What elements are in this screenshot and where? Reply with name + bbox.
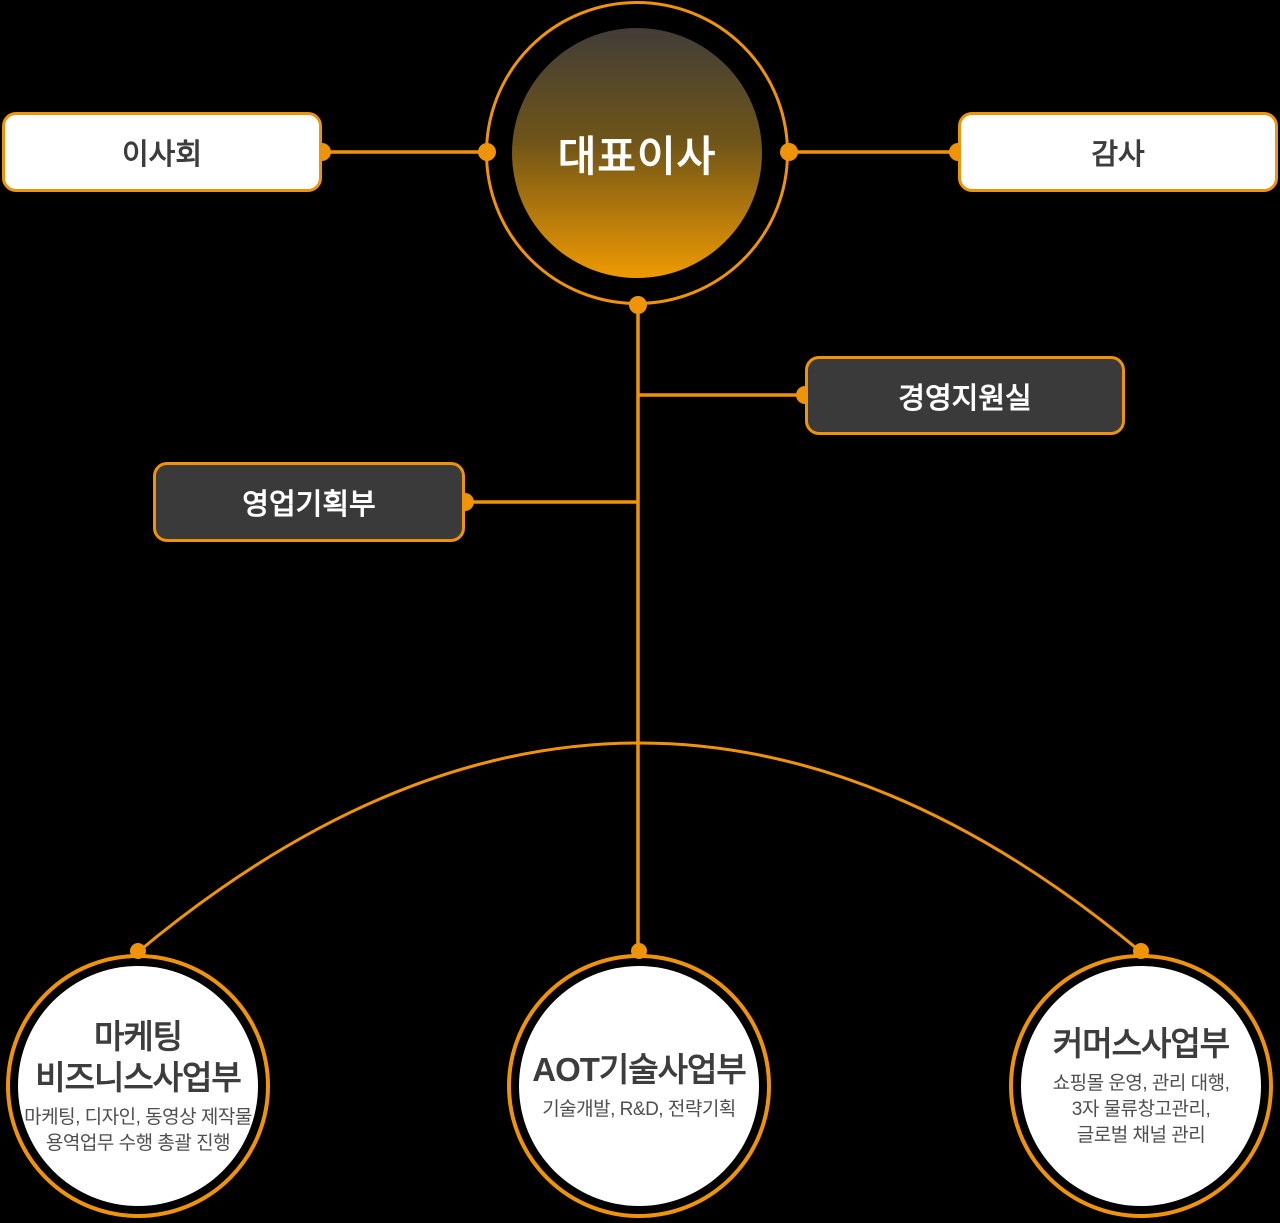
marketing-division-desc: 마케팅, 디자인, 동영상 제작물 용역업무 수행 총괄 진행 — [24, 1105, 252, 1157]
marketing-title-line1: 마케팅 — [93, 1017, 183, 1055]
marketing-title-line2: 비즈니스사업부 — [35, 1058, 242, 1096]
ceo-node: 대표이사 — [512, 28, 762, 278]
ceo-node-ring — [485, 1, 789, 305]
auditor-node: 감사 — [958, 112, 1278, 192]
sales-planning-node: 영업기획부 — [153, 462, 465, 542]
commerce-division-content: 커머스사업부 쇼핑몰 운영, 관리 대행, 3자 물류창고관리, 글로벌 채널 … — [1021, 966, 1261, 1206]
sales-planning-label: 영업기획부 — [242, 489, 376, 521]
connector-arc-divisions — [137, 741, 1142, 954]
commerce-division-node: 커머스사업부 쇼핑몰 운영, 관리 대행, 3자 물류창고관리, 글로벌 채널 … — [1009, 954, 1273, 1218]
mgmt-support-label: 경영지원실 — [898, 382, 1032, 415]
auditor-label: 감사 — [1091, 139, 1145, 171]
commerce-desc-line1: 쇼핑몰 운영, 관리 대행, — [1052, 1073, 1230, 1094]
board-label: 이사회 — [121, 139, 203, 171]
aot-division-node: AOT기술사업부 기술개발, R&D, 전략기획 — [507, 954, 771, 1218]
aot-division-desc: 기술개발, R&D, 전략기획 — [542, 1099, 736, 1120]
marketing-desc-line1: 마케팅, 디자인, 동영상 제작물 — [24, 1106, 252, 1128]
aot-division-content: AOT기술사업부 기술개발, R&D, 전략기획 — [519, 966, 759, 1206]
marketing-division-content: 마케팅 비즈니스사업부 마케팅, 디자인, 동영상 제작물 용역업무 수행 총괄… — [18, 966, 258, 1206]
marketing-division-title: 마케팅 비즈니스사업부 — [35, 1016, 242, 1098]
mgmt-support-node: 경영지원실 — [805, 356, 1125, 435]
ceo-label: 대표이사 — [557, 132, 717, 180]
commerce-division-title: 커머스사업부 — [1052, 1025, 1230, 1062]
board-node: 이사회 — [2, 112, 322, 192]
commerce-desc-line2: 3자 물류창고관리, — [1071, 1099, 1211, 1120]
commerce-desc-line3: 글로벌 채널 관리 — [1076, 1125, 1206, 1146]
aot-division-title: AOT기술사업부 — [532, 1051, 746, 1088]
marketing-division-node: 마케팅 비즈니스사업부 마케팅, 디자인, 동영상 제작물 용역업무 수행 총괄… — [6, 954, 270, 1218]
commerce-division-desc: 쇼핑몰 운영, 관리 대행, 3자 물류창고관리, 글로벌 채널 관리 — [1053, 1071, 1230, 1149]
marketing-desc-line2: 용역업무 수행 총괄 진행 — [45, 1132, 231, 1154]
